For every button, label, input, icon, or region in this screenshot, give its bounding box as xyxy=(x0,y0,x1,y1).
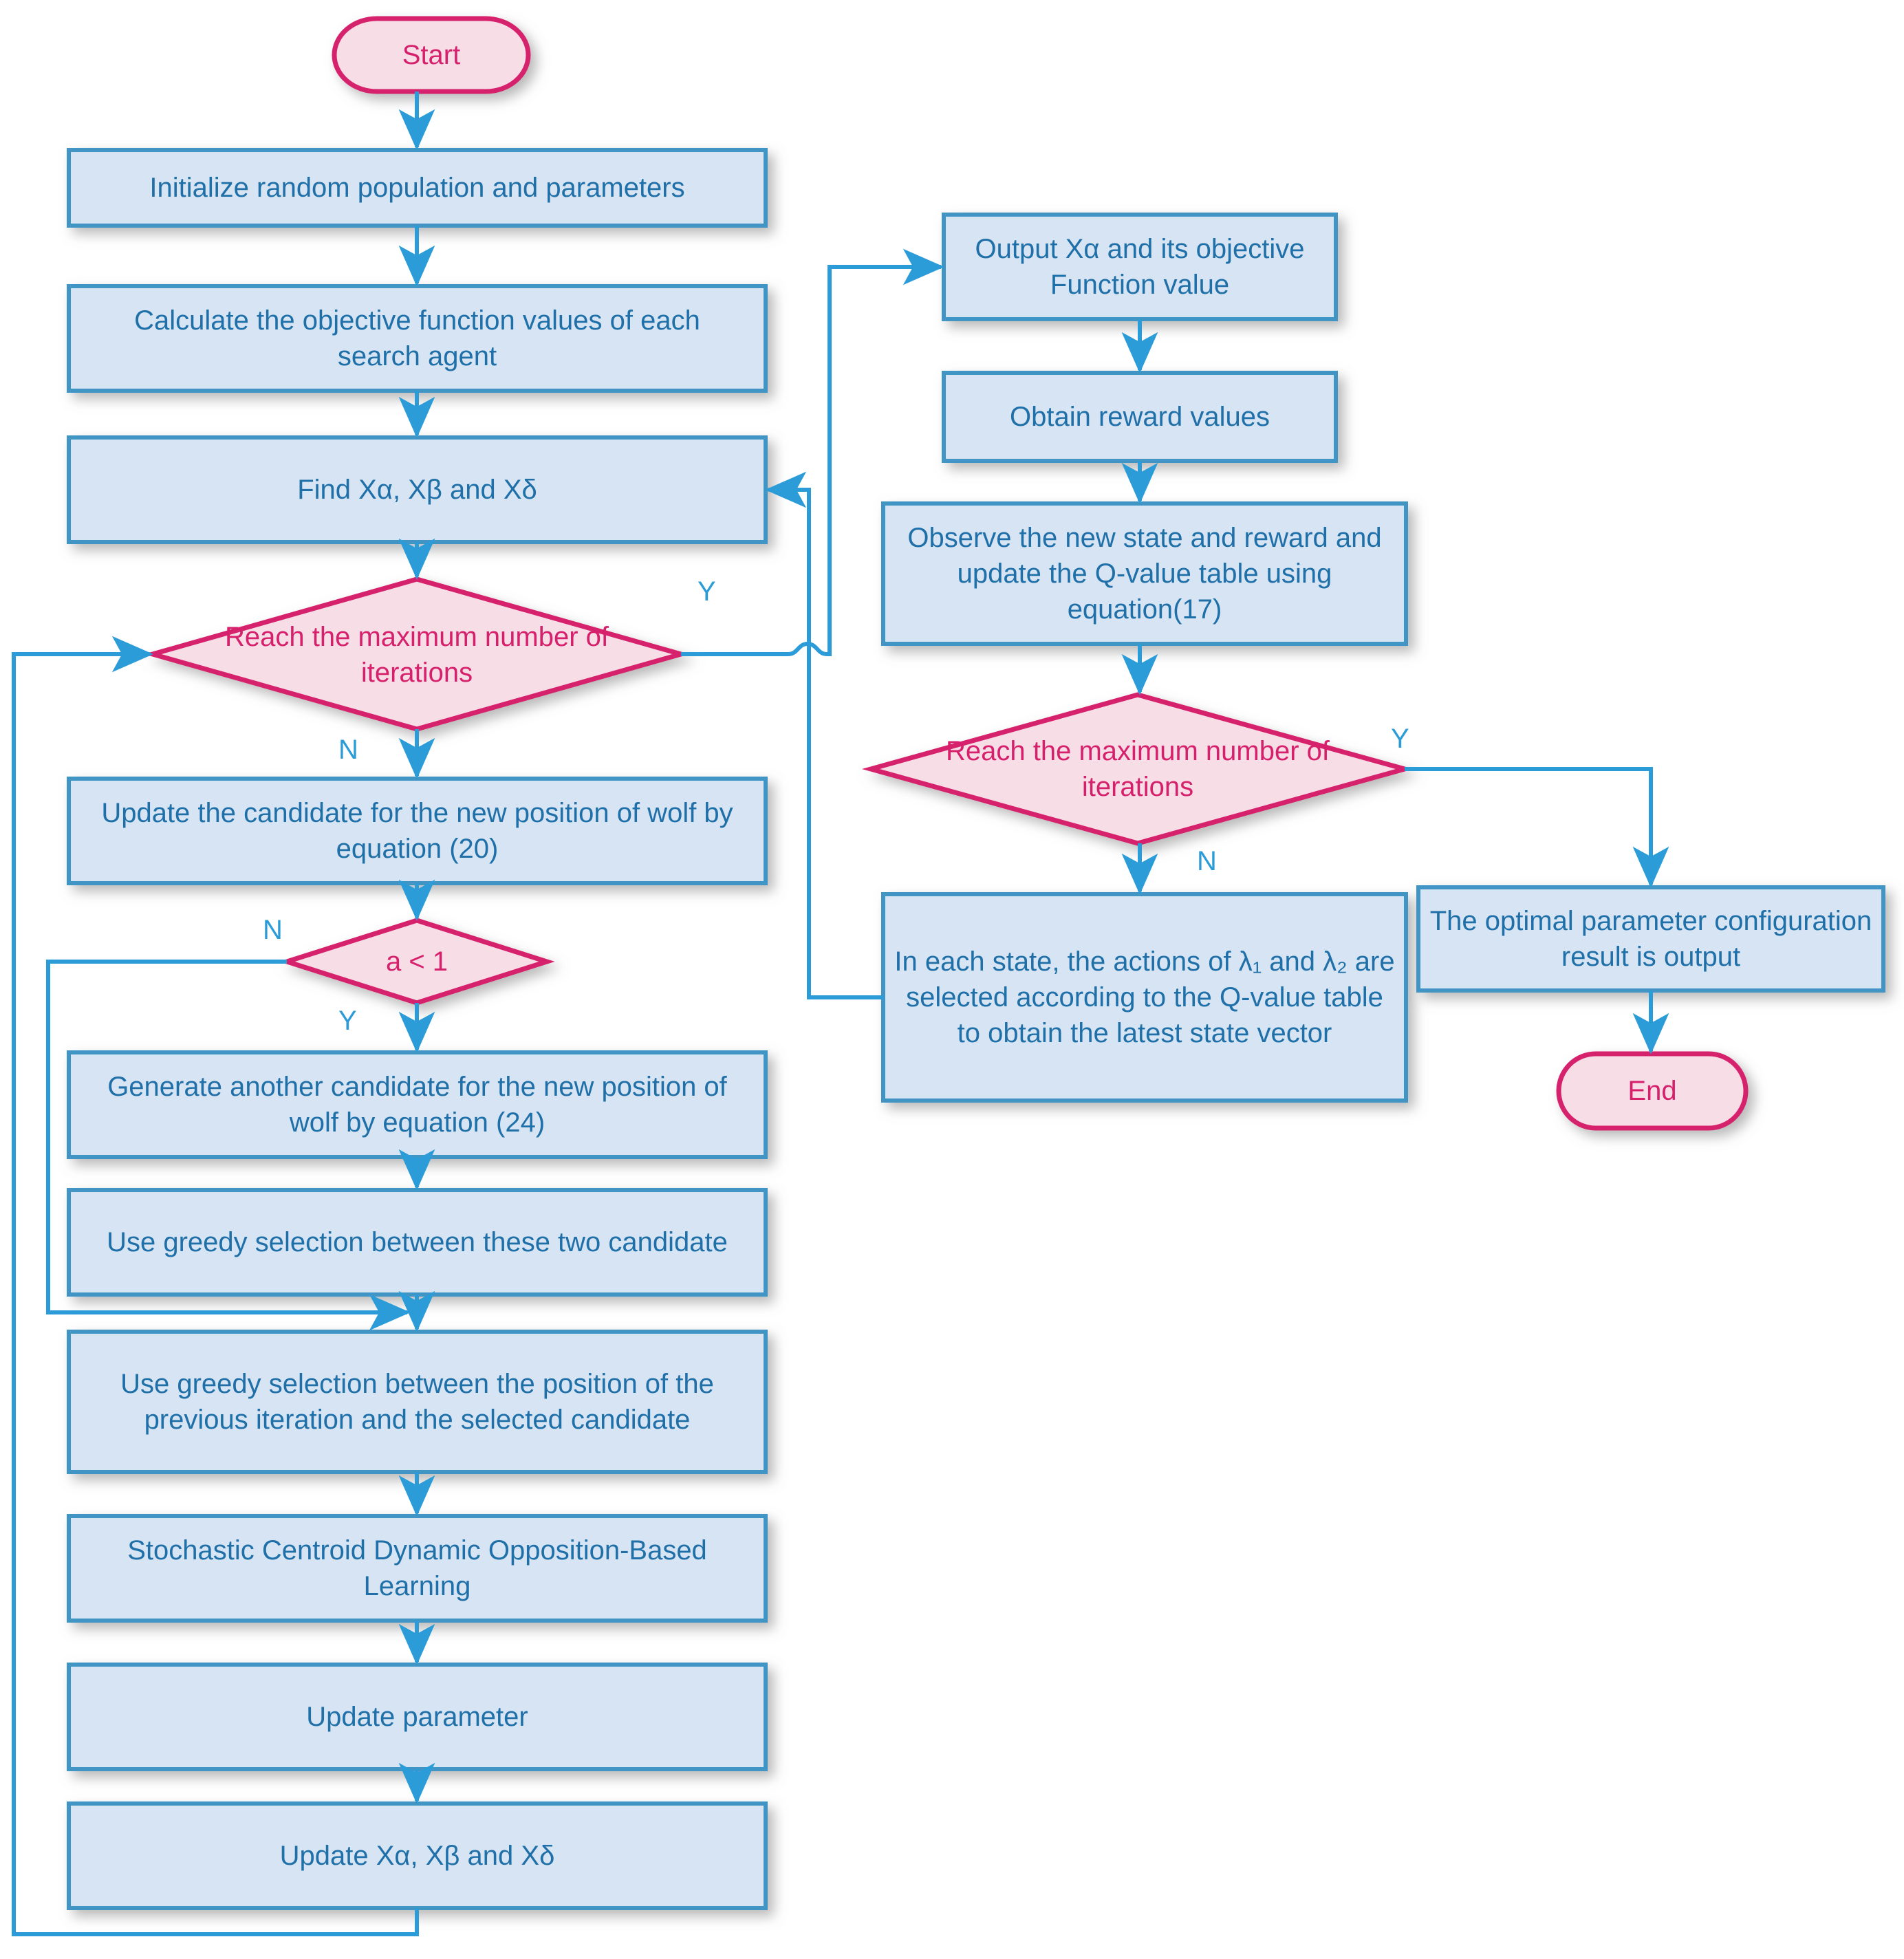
node-updcand xyxy=(67,777,768,885)
node-actions xyxy=(881,892,1408,1103)
node-maxiter1 xyxy=(144,576,690,732)
node-start xyxy=(332,16,531,94)
edge-actions-find xyxy=(765,471,883,999)
node-optimal xyxy=(1416,885,1885,993)
node-find xyxy=(67,435,768,544)
edge-label-alt1-no: N xyxy=(263,915,283,945)
node-end xyxy=(1556,1051,1749,1131)
node-alt1 xyxy=(279,918,555,1006)
node-updparam xyxy=(67,1663,768,1771)
edge-updxabd-maxiter1 xyxy=(12,636,419,1936)
node-init xyxy=(67,148,768,228)
node-calc xyxy=(67,284,768,393)
node-greedy2 xyxy=(67,1188,768,1297)
edge-label-alt1-yes: Y xyxy=(338,1006,357,1036)
edge-alt1-greedyprev xyxy=(46,960,411,1331)
edge-label-maxiter1-no: N xyxy=(338,735,358,765)
node-maxiter2 xyxy=(861,692,1414,846)
edge-maxiter2-optimal xyxy=(1405,767,1669,888)
node-scdobl xyxy=(67,1514,768,1623)
edge-label-maxiter2-no: N xyxy=(1197,846,1217,876)
node-updxabd xyxy=(67,1801,768,1910)
node-outputxa xyxy=(942,213,1338,321)
node-observe xyxy=(881,501,1408,646)
edge-label-maxiter2-yes: Y xyxy=(1391,724,1409,754)
node-reward xyxy=(942,371,1338,463)
node-greedyprev xyxy=(67,1330,768,1474)
node-gencand xyxy=(67,1050,768,1159)
edge-label-maxiter1-yes: Y xyxy=(697,576,716,607)
